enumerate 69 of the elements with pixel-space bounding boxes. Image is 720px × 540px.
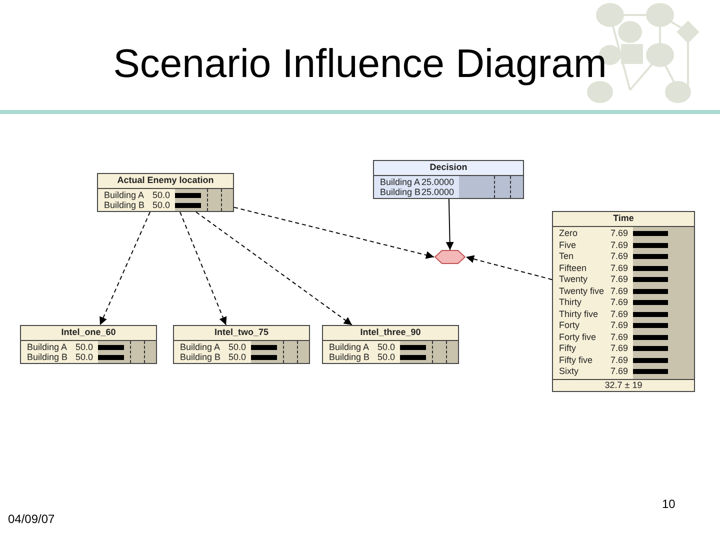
arrow — [446, 198, 454, 250]
state-label: Building A — [27, 342, 68, 352]
probability-value: 7.69 — [610, 228, 628, 240]
node-table — [322, 325, 459, 364]
state-label: Building B — [27, 352, 68, 362]
probability-value: 25.0000 — [421, 187, 454, 197]
date-label: 04/09/07 — [8, 512, 55, 526]
probability-value: 7.69 — [610, 297, 628, 308]
probability-value: 50.0 — [377, 342, 395, 352]
node-title: Intel_two_75 — [174, 326, 309, 341]
node-title: Decision — [374, 161, 523, 176]
node-title: Time — [553, 212, 694, 227]
node-title: Intel_three_90 — [323, 326, 458, 341]
state-label: Zero — [559, 228, 578, 240]
state-label: Twenty — [559, 274, 588, 286]
state-label: Building B — [180, 352, 221, 362]
probability-value: 7.69 — [610, 262, 628, 274]
node-table — [20, 325, 157, 364]
state-label: Thirty — [559, 297, 582, 308]
probability-value: 50.0 — [228, 342, 246, 352]
node-title: Intel_one_60 — [21, 326, 156, 341]
state-label: Forty five — [559, 332, 596, 343]
state-label: Building B — [380, 187, 421, 197]
probability-value: 50.0 — [228, 352, 246, 362]
node-table — [552, 211, 695, 392]
probability-value: 7.69 — [610, 354, 628, 366]
arrow — [100, 212, 151, 326]
probability-value: 50.0 — [152, 190, 170, 200]
probability-value: 50.0 — [75, 352, 93, 362]
state-label: Fifty — [559, 343, 576, 354]
arrow — [196, 212, 352, 326]
probability-value: 7.69 — [610, 251, 628, 262]
probability-value: 7.69 — [610, 274, 628, 286]
state-label: Fifteen — [559, 262, 587, 274]
probability-value: 25.0000 — [421, 177, 454, 187]
probability-value: 50.0 — [377, 352, 395, 362]
probability-value: 7.69 — [610, 332, 628, 343]
probability-value: 50.0 — [75, 342, 93, 352]
page-number: 10 — [662, 497, 676, 511]
probability-value: 7.69 — [610, 366, 628, 378]
probability-value: 7.69 — [610, 286, 628, 297]
state-label: Forty — [559, 320, 580, 332]
state-label: Thirty five — [559, 308, 598, 320]
arrow — [234, 206, 434, 259]
arrow — [466, 255, 552, 280]
probability-value: 50.0 — [152, 200, 170, 210]
state-label: Fifty five — [559, 354, 593, 366]
node-table — [373, 160, 524, 199]
state-label: Building B — [329, 352, 370, 362]
node-title: Actual Enemy location — [98, 174, 233, 189]
state-label: Five — [559, 240, 576, 251]
state-label: Sixty — [559, 366, 579, 378]
state-label: Building A — [104, 190, 144, 200]
state-label: Ten — [559, 251, 574, 262]
node-table — [173, 325, 310, 364]
probability-value: 7.69 — [610, 343, 628, 354]
state-label: Building A — [180, 342, 220, 352]
mean-value: 32.7 ± 19 — [553, 378, 694, 390]
probability-value: 7.69 — [610, 240, 628, 251]
state-label: Building A — [380, 177, 420, 187]
probability-value: 7.69 — [610, 320, 628, 332]
slide-title: Scenario Influence Diagram — [112, 42, 608, 87]
state-label: Building A — [329, 342, 370, 352]
state-label: Twenty five — [559, 286, 604, 297]
hexagon-shape — [434, 250, 466, 264]
state-label: Building B — [104, 200, 145, 210]
probability-value: 7.69 — [610, 308, 628, 320]
node-table — [97, 173, 234, 212]
arrow — [180, 212, 227, 326]
